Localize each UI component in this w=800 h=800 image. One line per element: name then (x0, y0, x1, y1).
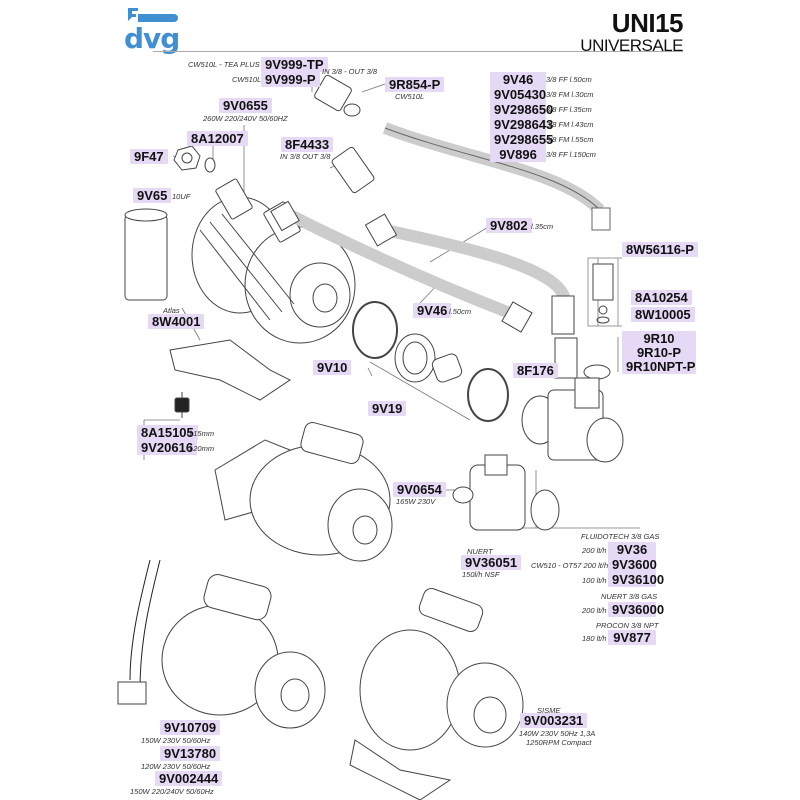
part-label-9V36000[interactable]: 9V36000 (608, 602, 664, 617)
part-label-9V003231[interactable]: 9V003231 (520, 713, 588, 728)
9V0654-note: 165W 230V (396, 497, 436, 506)
motor-9V0654 (214, 422, 393, 562)
8F4433-note: IN 3/8 OUT 3/8 (280, 152, 331, 161)
pump-note-9V36000: 200 lt/h (582, 606, 607, 615)
part-label-8A12007[interactable]: 8A12007 (187, 131, 248, 146)
hose-note-4: 3/8 FM l.55cm (546, 135, 594, 144)
pump-fluidotech (521, 377, 624, 463)
part-label-8W4001[interactable]: 8W4001 (148, 314, 205, 329)
damper-8A15105 (174, 392, 190, 418)
page-subtitle: UNIVERSALE (580, 36, 683, 55)
part-label-9V002444[interactable]: 9V002444 (155, 771, 223, 786)
espresso-handle-icon (128, 8, 178, 22)
hose-note-5: 3/8 FF l.150cm (546, 150, 596, 159)
clamp-9V10 (352, 301, 398, 359)
part-label-9V46-clamp[interactable]: 9V46 (413, 303, 452, 318)
part-label-9V0655[interactable]: 9V0655 (219, 98, 272, 113)
part-label-9V999-P[interactable]: 9V999-P (261, 72, 320, 87)
nipple-9R10 (554, 337, 611, 380)
part-label-8W10005[interactable]: 8W10005 (631, 307, 695, 322)
part-label-9V19[interactable]: 9V19 (368, 401, 407, 416)
part-label-9V36051[interactable]: 9V36051 (461, 555, 522, 570)
part-label-9V20616[interactable]: 9V20616 (137, 440, 198, 455)
9V20616-note: d.20mm (187, 444, 215, 453)
part-label-9V10[interactable]: 9V10 (313, 360, 352, 375)
fitting-8W56116-P (587, 257, 619, 327)
pump-note-9V3600: CW510 - OT57 200 lt/h (531, 561, 609, 570)
hose-9V46 (270, 200, 533, 333)
part-label-hose-3[interactable]: 9V298643 (490, 117, 553, 132)
pump-note-9V36100: 100 lt/h (582, 576, 607, 585)
part-label-hose-2[interactable]: 9V298650 (490, 102, 553, 117)
9V36051-note: 150l/h NSF (462, 570, 500, 579)
9V46-note: l.50cm (449, 307, 472, 316)
pump-nuert (452, 454, 560, 531)
part-label-8W56116-P[interactable]: 8W56116-P (622, 242, 698, 257)
bracket-8W4001 (169, 339, 291, 401)
part-label-9V10709[interactable]: 9V10709 (160, 720, 221, 735)
9R854-P-note: CW510L (395, 92, 425, 101)
header-divider (153, 51, 683, 52)
part-label-9V3600[interactable]: 9V3600 (608, 557, 657, 572)
part-label-8A10254[interactable]: 8A10254 (631, 290, 692, 305)
hose-note-0: 3/8 FF l.50cm (546, 75, 592, 84)
pump-note-9V877: 180 lt/h (582, 634, 607, 643)
capacitor-9V65 (124, 208, 168, 301)
part-label-hose-4[interactable]: 9V298655 (490, 132, 553, 147)
9V36051-note-above: NUERT (467, 547, 493, 556)
8W4001-note-above: Atlas (163, 306, 180, 315)
fluidotech-heading: FLUIDOTECH 3/8 GAS (581, 532, 660, 541)
part-label-9V13780[interactable]: 9V13780 (160, 746, 221, 761)
9R854-P-note-above: IN 3/8 - OUT 3/8 (322, 67, 378, 76)
page-title: UNI15 (611, 8, 684, 38)
part-label-9V65[interactable]: 9V65 (133, 188, 172, 203)
procon-heading: PROCON 3/8 NPT (596, 621, 659, 630)
hose-long (382, 122, 611, 231)
nuert-heading: NUERT 3/8 GAS (601, 592, 658, 601)
hose-note-1: 3/8 FM l.30cm (546, 90, 594, 99)
part-label-9V877[interactable]: 9V877 (608, 630, 656, 645)
part-label-9R10[interactable]: 9R10 (622, 331, 696, 346)
adapter-8F4433 (331, 146, 375, 194)
part-label-9V36100[interactable]: 9V36100 (608, 572, 664, 587)
8A15105-note: d.15mm (187, 429, 215, 438)
part-label-8F4433[interactable]: 8F4433 (281, 137, 334, 152)
part-label-9R10NPT-P[interactable]: 9R10NPT-P (622, 359, 696, 374)
fitting-9R854-P (314, 74, 361, 117)
9V10709-note: 150W 230V 50/60Hz (141, 736, 211, 745)
part-label-9V0654[interactable]: 9V0654 (393, 482, 446, 497)
pump-note-9V36: 200 lt/h (582, 546, 607, 555)
hose-note-3: 3/8 FM l.43cm (546, 120, 594, 129)
9V0655-note: 260W 220/240V 50/60HZ (203, 114, 288, 123)
logo-text: dvg (124, 22, 180, 55)
part-label-hose-5[interactable]: 9V896 (490, 147, 546, 162)
nut-9F47 (173, 145, 216, 173)
part-label-8F176[interactable]: 8F176 (513, 363, 558, 378)
9V65-note: 10UF (172, 192, 191, 201)
9V003231-note2: 1250RPM Compact (526, 738, 592, 747)
motor-9V0655 (191, 178, 356, 344)
9V003231-note: 140W 230V 50Hz 1,3A (519, 729, 596, 738)
9V999-TP-note: CW510L - TEA PLUS (188, 60, 260, 69)
part-label-hose-0[interactable]: 9V46 (490, 72, 546, 87)
hose-note-2: 3/8 FF l.35cm (546, 105, 592, 114)
hose-9V802 (364, 213, 575, 335)
part-label-9R854-P[interactable]: 9R854-P (385, 77, 445, 92)
part-label-hose-1[interactable]: 9V05430 (490, 87, 546, 102)
motor-9V003231 (349, 587, 524, 800)
9V802-note: l.35cm (531, 222, 554, 231)
part-label-9V802[interactable]: 9V802 (486, 218, 532, 233)
9V002444-note: 150W 220/240V 50/60Hz (130, 787, 214, 796)
part-label-9V36[interactable]: 9V36 (608, 542, 656, 557)
part-label-8A15105[interactable]: 8A15105 (137, 425, 198, 440)
part-label-9V999-TP[interactable]: 9V999-TP (261, 57, 328, 72)
motor-9V10709 (117, 559, 326, 729)
9V999-P-note: CW510L (232, 75, 262, 84)
part-label-9R10-P[interactable]: 9R10-P (622, 345, 696, 360)
9V13780-note: 120W 230V 50/60Hz (141, 762, 211, 771)
part-label-9F47[interactable]: 9F47 (130, 149, 168, 164)
seal-9V19 (394, 333, 509, 422)
9V003231-note-above: SISME (537, 706, 561, 715)
